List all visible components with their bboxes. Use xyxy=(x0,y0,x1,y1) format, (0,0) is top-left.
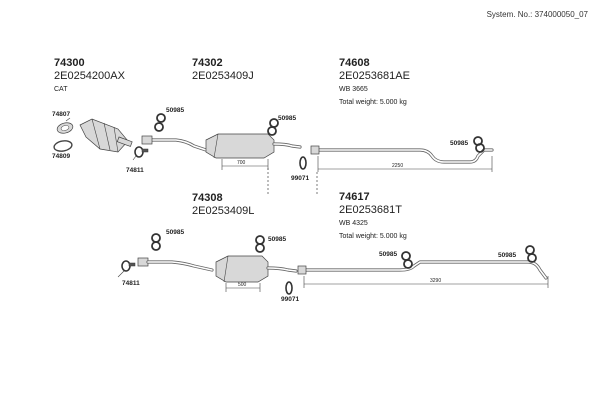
part-code-74300: 2E0254200AX xyxy=(54,70,125,82)
rubber-hanger-50985-c xyxy=(473,136,485,153)
gasket-74807 xyxy=(56,122,74,134)
front-pipe-74302 xyxy=(146,138,208,152)
part-number-74608: 74608 xyxy=(339,57,370,69)
part-code-74617: 2E0253681T xyxy=(339,204,402,216)
dimension-2250: 2250 xyxy=(392,163,403,169)
part-wb-74617: WB 4325 xyxy=(339,220,368,227)
middle-muffler-top xyxy=(205,133,275,159)
part-weight-74617: Total weight: 5.000 kg xyxy=(339,233,407,240)
rubber-hanger-50985-a xyxy=(154,113,166,132)
clamp-74809 xyxy=(53,140,73,152)
rubber-hanger-50985-f xyxy=(401,251,413,269)
label-50985-g: 50985 xyxy=(498,252,517,259)
rubber-hanger-50985-e xyxy=(255,235,265,253)
part-wb-74608: WB 3665 xyxy=(339,86,368,93)
dimension-500: 500 xyxy=(238,282,247,288)
label-74807: 74807 xyxy=(52,111,71,118)
rear-pipe-74608 xyxy=(310,145,494,164)
label-50985-d: 50985 xyxy=(166,229,185,236)
part-weight-74608: Total weight: 5.000 kg xyxy=(339,99,407,106)
system-number: System. No.: 374000050_07 xyxy=(486,10,588,19)
dimension-3290: 3290 xyxy=(430,278,441,284)
catalytic-converter-74300 xyxy=(79,118,133,153)
rubber-hanger-50985-d xyxy=(151,233,161,251)
label-99071-bottom: 99071 xyxy=(281,296,300,303)
seal-ring-99071-bottom xyxy=(285,281,293,295)
part-number-74617: 74617 xyxy=(339,191,370,203)
label-74811-bottom: 74811 xyxy=(122,280,140,287)
part-note-cat: CAT xyxy=(54,86,68,93)
dimension-700: 700 xyxy=(237,160,246,166)
rubber-hanger-50985-g xyxy=(525,245,537,263)
label-74811-top: 74811 xyxy=(126,167,144,174)
part-code-74302: 2E0253409J xyxy=(192,70,254,82)
label-99071-top: 99071 xyxy=(291,175,310,182)
pipe-flange-top xyxy=(141,135,153,145)
middle-muffler-bottom xyxy=(215,255,269,283)
rubber-hanger-50985-b xyxy=(267,118,279,136)
seal-ring-99071-top xyxy=(299,156,307,170)
label-50985-c: 50985 xyxy=(450,140,469,147)
clamp-74811-top xyxy=(134,146,149,158)
label-50985-f: 50985 xyxy=(379,251,398,258)
rear-pipe-74617 xyxy=(297,260,548,280)
part-number-74300: 74300 xyxy=(54,57,85,69)
part-number-74302: 74302 xyxy=(192,57,223,69)
part-code-74608: 2E0253681AE xyxy=(339,70,410,82)
label-50985-e: 50985 xyxy=(268,236,287,243)
part-code-74308: 2E0253409L xyxy=(192,205,255,217)
label-74809: 74809 xyxy=(52,153,71,160)
part-number-74308: 74308 xyxy=(192,192,223,204)
label-50985-b: 50985 xyxy=(278,115,297,122)
label-50985-a: 50985 xyxy=(166,107,185,114)
clamp-74811-bottom xyxy=(121,260,136,272)
